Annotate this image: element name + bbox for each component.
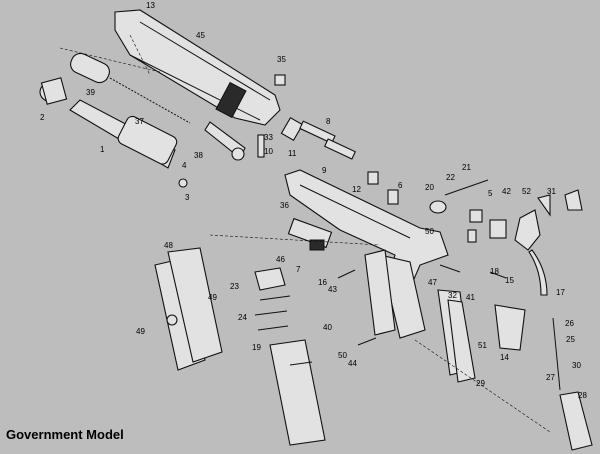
label-47: 47: [428, 278, 437, 287]
slide: [114, 9, 281, 126]
label-9: 9: [322, 166, 327, 175]
label-45: 45: [196, 31, 205, 40]
leader-lines: [59, 34, 551, 433]
label-49b: 49: [136, 327, 145, 336]
label-39: 39: [86, 88, 95, 97]
label-49a: 49: [208, 293, 217, 302]
grip-parts: [364, 249, 526, 383]
small-parts-upper: [257, 74, 399, 205]
label-2: 2: [40, 113, 45, 122]
label-35: 35: [277, 55, 286, 64]
barrel: [69, 99, 188, 188]
label-51: 51: [478, 341, 487, 350]
label-14: 14: [500, 353, 509, 362]
label-36: 36: [280, 201, 289, 210]
frame: [284, 169, 449, 339]
label-29: 44: [348, 359, 357, 368]
guide-rod: [204, 121, 246, 161]
label-15: 15: [505, 276, 514, 285]
label-3: 3: [185, 193, 190, 202]
label-37: 37: [135, 117, 144, 126]
label-8: 8: [326, 117, 331, 126]
label-41: 41: [466, 293, 475, 302]
diagram-caption: Government Model: [6, 427, 124, 442]
label-28: 28: [578, 391, 587, 400]
label-50a: 50: [425, 227, 434, 236]
label-18: 18: [490, 267, 499, 276]
label-16: 16: [318, 278, 327, 287]
label-17: 17: [556, 288, 565, 297]
recoil-plug: [70, 52, 110, 84]
label-43: 43: [328, 285, 337, 294]
label-50b: 50: [338, 351, 347, 360]
label-27: 27: [546, 373, 555, 382]
magazine-spring: [254, 267, 291, 331]
label-31: 31: [547, 187, 556, 196]
label-26: 26: [565, 319, 574, 328]
label-5: 5: [488, 189, 493, 198]
label-38: 38: [194, 151, 203, 160]
label-44: 29: [476, 379, 485, 388]
label-48: 48: [164, 241, 173, 250]
label-21: 21: [462, 163, 471, 172]
pins: [337, 264, 507, 346]
grip-panel-left: [154, 247, 223, 371]
label-32: 32: [448, 291, 457, 300]
grip-panel-right: [552, 317, 593, 451]
label-33: 33: [264, 133, 273, 142]
label-25: 25: [566, 335, 575, 344]
label-46: 46: [276, 255, 285, 264]
label-1: 1: [100, 145, 105, 154]
label-19: 19: [252, 343, 261, 352]
label-40: 40: [323, 323, 332, 332]
label-30: 30: [572, 361, 581, 370]
label-23: 23: [230, 282, 239, 291]
recoil-spring: [109, 77, 191, 124]
label-42: 42: [502, 187, 511, 196]
trigger: [287, 217, 333, 251]
label-52: 52: [522, 187, 531, 196]
mainspring-housing: [528, 249, 548, 296]
label-22: 22: [446, 173, 455, 182]
magazine: [269, 339, 326, 446]
label-6: 6: [398, 181, 403, 190]
label-11: 11: [288, 149, 297, 158]
label-7: 7: [296, 265, 301, 274]
barrel-bushing: [39, 77, 68, 105]
hammer-and-sear-group: [429, 179, 583, 251]
label-12: 12: [352, 185, 361, 194]
label-20: 20: [425, 183, 434, 192]
label-13: 13: [146, 1, 155, 10]
part-number-labels: 13 45 35 39 2 37 8 33 10 11 38 1 9 4 3 2…: [40, 1, 587, 400]
label-4: 4: [182, 161, 187, 170]
label-10: 10: [264, 147, 273, 156]
label-24: 24: [238, 313, 247, 322]
